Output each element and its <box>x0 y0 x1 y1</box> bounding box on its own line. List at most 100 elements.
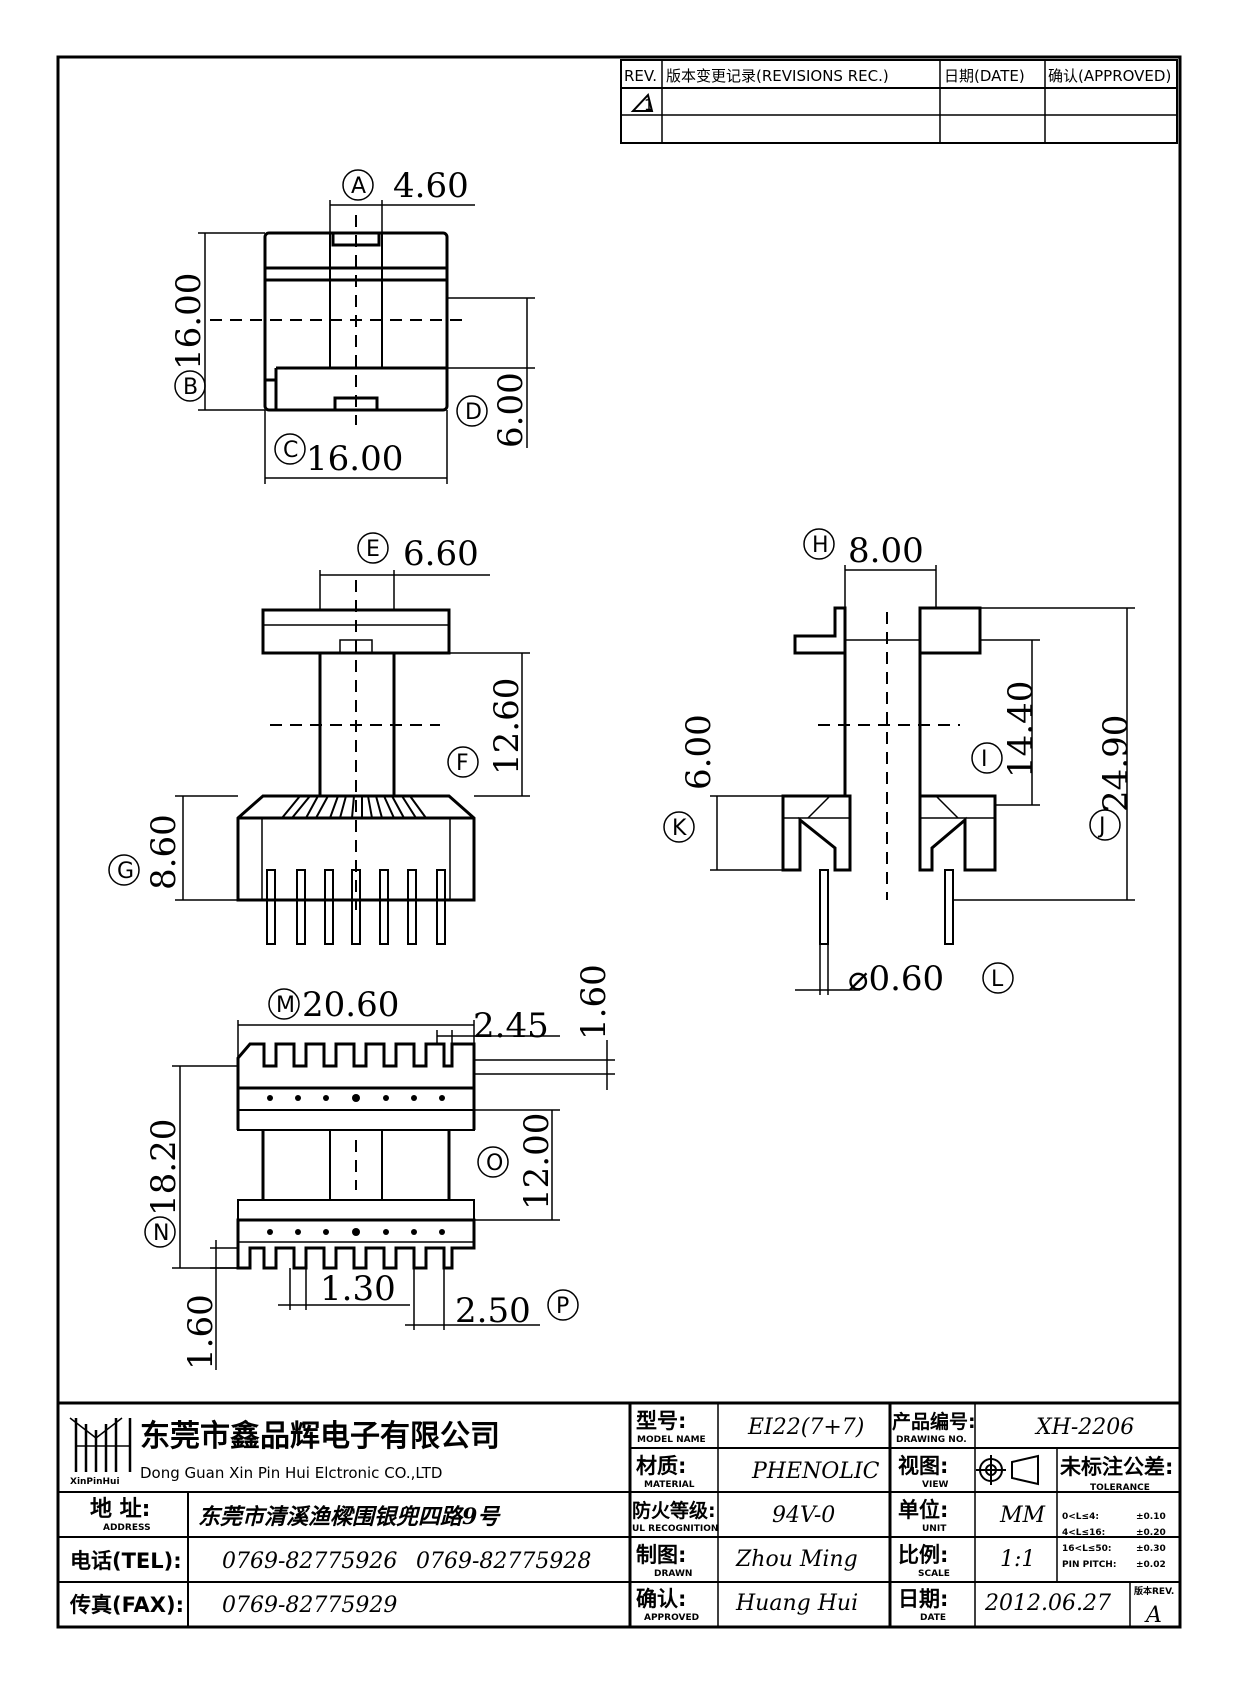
dim-L: L ⌀0.60 <box>848 959 1014 999</box>
side-view <box>781 606 997 945</box>
svg-text:C: C <box>283 438 298 463</box>
revision-table <box>620 59 1178 144</box>
date-label: 日期: <box>898 1587 948 1611</box>
svg-text:N: N <box>153 1221 169 1246</box>
model-label-en: MODEL NAME <box>637 1435 706 1445</box>
unit-label-en: UNIT <box>922 1524 947 1534</box>
svg-text:16.00: 16.00 <box>169 273 209 370</box>
tel-1: 0769-82775926 <box>222 1549 397 1574</box>
svg-text:8.00: 8.00 <box>848 531 924 571</box>
svg-text:12.00: 12.00 <box>517 1113 557 1210</box>
drawing-no-label: 产品编号: <box>892 1410 976 1433</box>
front-view <box>236 580 476 910</box>
scale-label-en: SCALE <box>918 1569 950 1579</box>
tolerance-table: 0<L≤4: ±0.10 4<L≤16: ±0.20 16<L≤50: ±0.3… <box>1062 1512 1166 1570</box>
date-value: 2012.06.27 <box>984 1591 1111 1616</box>
drawn-value: Zhou Ming <box>735 1547 858 1572</box>
address-value: 东莞市清溪渔樑围银兜四路9号 <box>198 1504 501 1530</box>
scale-value: 1:1 <box>1000 1547 1035 1572</box>
top-view <box>210 215 470 425</box>
dim-H: H 8.00 <box>803 528 924 571</box>
material-label: 材质: <box>636 1454 686 1478</box>
dim-I: I 14.40 <box>971 681 1041 778</box>
svg-text:O: O <box>486 1151 503 1176</box>
drawn-label-en: DRAWN <box>654 1569 692 1579</box>
svg-text:12.60: 12.60 <box>487 678 527 775</box>
approved-value: Huang Hui <box>735 1591 858 1616</box>
tel-2: 0769-82775928 <box>416 1549 591 1574</box>
drawing-no-label-en: DRAWING NO. <box>896 1435 967 1445</box>
svg-text:16.00: 16.00 <box>306 439 403 479</box>
dim-1-60-bottom: 1.60 <box>181 1294 221 1370</box>
svg-text:D: D <box>465 400 482 425</box>
dim-C: C 16.00 <box>274 433 403 479</box>
dim-J: J 24.90 <box>1089 715 1136 841</box>
dim-F: F 12.60 <box>447 678 527 778</box>
address-label-en: ADDRESS <box>103 1523 151 1533</box>
svg-text:H: H <box>812 533 829 558</box>
revisions-header: 版本变更记录(REVISIONS REC.) <box>666 67 889 85</box>
drawing-no-value: XH-2206 <box>1034 1415 1134 1440</box>
front-view-dims <box>175 570 530 901</box>
date-header: 日期(DATE) <box>944 67 1025 85</box>
svg-text:20.60: 20.60 <box>302 985 399 1025</box>
model-value: EI22(7+7) <box>747 1415 864 1440</box>
bottom-view <box>236 1042 476 1270</box>
svg-text:24.90: 24.90 <box>1096 715 1136 812</box>
svg-text:6.00: 6.00 <box>679 714 719 790</box>
svg-text:J: J <box>1097 814 1106 839</box>
material-value: PHENOLIC <box>751 1459 880 1484</box>
rev-value: A <box>1144 1603 1162 1628</box>
view-label: 视图: <box>898 1454 948 1478</box>
svg-text:14.40: 14.40 <box>1001 681 1041 778</box>
dim-N: N 18.20 <box>144 1119 184 1248</box>
tolerance-range: 0<L≤4: <box>1062 1512 1099 1522</box>
svg-text:18.20: 18.20 <box>144 1119 184 1216</box>
svg-text:2.50: 2.50 <box>455 1291 531 1331</box>
model-label: 型号: <box>636 1409 686 1433</box>
dim-B: B 16.00 <box>169 273 209 402</box>
tolerance-range: PIN PITCH: <box>1062 1560 1116 1570</box>
svg-text:6.60: 6.60 <box>403 534 479 574</box>
svg-text:A: A <box>351 174 366 199</box>
side-view-dims <box>710 565 1135 995</box>
bottom-view-dims <box>172 1020 615 1370</box>
projection-symbol-icon <box>976 1454 1039 1486</box>
dim-K: K 6.00 <box>663 714 719 843</box>
svg-text:P: P <box>556 1294 569 1319</box>
view-label-en: VIEW <box>922 1480 948 1490</box>
tel-label: 电话(TEL): <box>70 1549 182 1573</box>
svg-text:L: L <box>991 967 1004 992</box>
ul-label-en: UL RECOGNITION <box>632 1524 718 1534</box>
approved-label-en: APPROVED <box>644 1613 699 1623</box>
tolerance-range: 16<L≤50: <box>1062 1544 1111 1554</box>
date-label-en: DATE <box>920 1613 946 1623</box>
svg-text:E: E <box>366 537 380 562</box>
dim-O: O 12.00 <box>477 1113 557 1210</box>
bottom-view-pinholes <box>267 1094 445 1236</box>
rev-label: 版本REV. <box>1133 1585 1174 1597</box>
scale-label: 比例: <box>898 1543 948 1567</box>
approved-label: 确认: <box>636 1587 686 1611</box>
svg-text:B: B <box>183 375 198 400</box>
dim-D: D 6.00 <box>456 372 531 448</box>
rev-mark: 1 <box>644 96 654 114</box>
unit-value: MM <box>999 1503 1046 1528</box>
ul-value: 94V-0 <box>772 1503 835 1528</box>
material-label-en: MATERIAL <box>644 1480 695 1490</box>
dim-2-45: 2.45 <box>473 1006 549 1046</box>
company-name-cn: 东莞市鑫品辉电子有限公司 <box>140 1419 500 1454</box>
svg-text:G: G <box>117 859 134 884</box>
company-logo <box>69 1417 132 1472</box>
svg-text:4.60: 4.60 <box>393 166 469 206</box>
svg-text:⌀0.60: ⌀0.60 <box>848 959 944 999</box>
svg-text:6.00: 6.00 <box>491 372 531 448</box>
dim-1-30: 1.30 <box>320 1269 396 1309</box>
fax-value: 0769-82775929 <box>222 1593 397 1618</box>
dim-M: M 20.60 <box>268 985 399 1025</box>
tolerance-title-en: TOLERANCE <box>1090 1483 1150 1493</box>
svg-text:F: F <box>456 751 469 776</box>
address-label: 地 址: <box>90 1497 150 1522</box>
svg-text:I: I <box>981 747 988 772</box>
tolerance-value: ±0.30 <box>1136 1544 1166 1554</box>
